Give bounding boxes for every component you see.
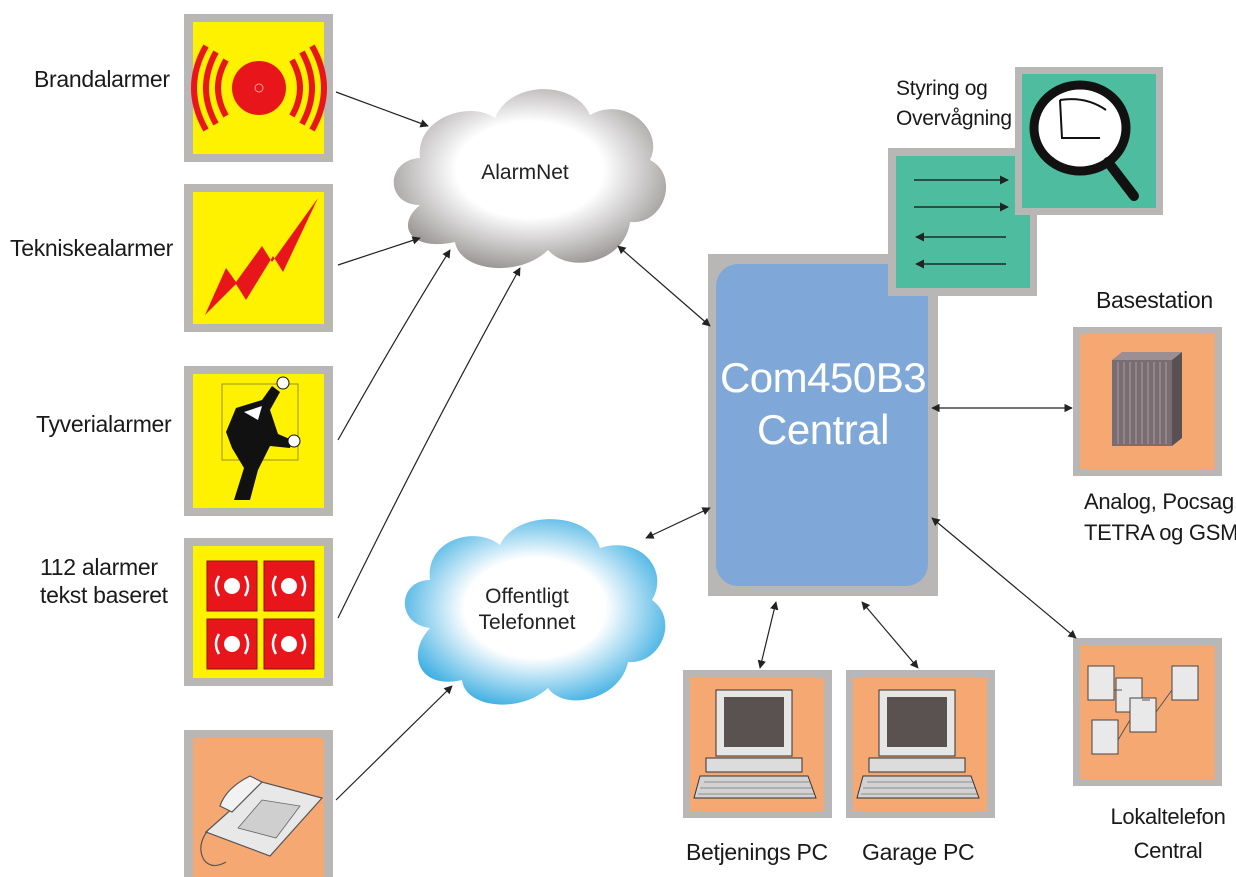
basestation-rack-icon [1112,352,1182,446]
telephone-icon [200,775,324,867]
telefonnet-line1: Offentligt [485,585,569,608]
control-panel [888,148,1037,296]
alarmnet-label: AlarmNet [481,161,569,184]
fire-alarm-icon [191,44,327,132]
lokaltelefon-line1: Lokaltelefon [1110,804,1226,829]
burglar-alarm-panel [184,366,333,516]
label-betjenings-pc: Betjenings PC [686,839,828,865]
monitoring-panel [1015,67,1163,215]
connections [335,91,1077,801]
label-112-line2: tekst baseret [40,582,168,608]
basestation-types-line1: Analog, Pocsag, [1084,489,1236,514]
label-styring: Styring og Overvågning [896,74,1012,134]
label-basestation: Basestation [1096,287,1213,313]
central-line1: Com450B3 [719,354,927,401]
alarm-grid-icon [206,560,315,670]
fire-alarm-panel [184,14,333,162]
label-lokaltelefon: Lokaltelefon Central [1104,800,1232,868]
burglar-icon [221,376,301,500]
telefonnet-line2: Telefonnet [478,611,576,634]
computer-icon [693,689,817,799]
label-basestation-types: Analog, Pocsag, TETRA og GSM [1084,486,1236,548]
garage-pc-panel [846,670,995,818]
technical-alarm-panel [184,184,333,332]
betjenings-pc-panel [683,670,832,818]
alarm-112-panel [184,538,333,686]
lightning-icon [205,198,318,315]
label-tekniskealarmer: Tekniskealarmer [10,235,173,261]
central-line2: Central [757,406,889,453]
telefonnet-label: Offentligt Telefonnet [472,584,582,636]
lokaltelefon-line2: Central [1133,838,1203,863]
styring-line2: Overvågning [896,107,1012,130]
telephone-panel [184,730,333,877]
label-112-alarmer: 112 alarmer tekst baseret [40,553,168,609]
label-tyverialarmer: Tyverialarmer [36,411,172,437]
com450b3-central-box [708,254,938,596]
computer-icon [856,689,980,799]
basestation-panel [1073,327,1222,476]
lokaltelefon-panel [1073,638,1222,786]
alarmnet-cloud [393,89,667,269]
label-brandalarmer: Brandalarmer [34,66,170,92]
label-112-line1: 112 alarmer [40,554,158,580]
desk-phones-icon [1087,665,1199,755]
magnifier-icon [1029,80,1139,201]
styring-line1: Styring og [896,77,988,100]
telefonnet-cloud [404,519,666,705]
basestation-types-line2: TETRA og GSM [1084,520,1236,545]
central-label: Com450B3 Central [714,352,932,456]
label-garage-pc: Garage PC [862,839,975,865]
